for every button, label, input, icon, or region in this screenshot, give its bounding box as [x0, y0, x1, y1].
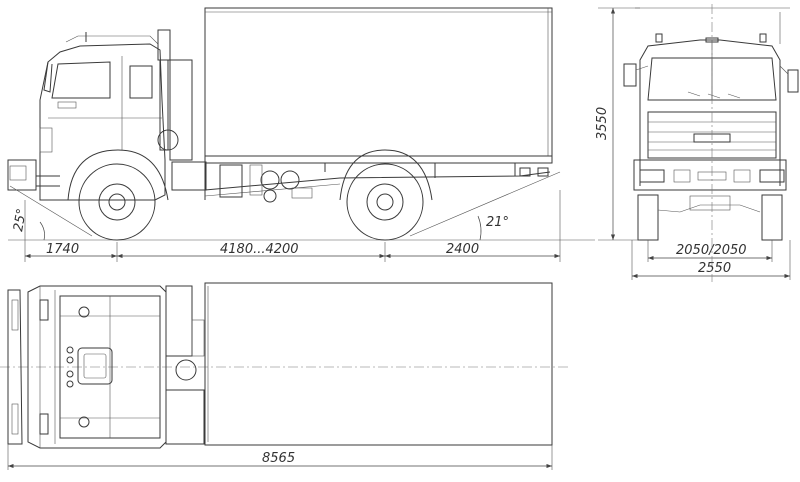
length-label: 8565 — [262, 451, 295, 466]
front-windshield — [647, 57, 777, 101]
top-view: 8565 — [0, 282, 570, 470]
side-cab-rear-window — [129, 65, 153, 99]
side-air-filter — [169, 59, 193, 161]
front-right-mirror — [787, 69, 799, 93]
front-view: 3550 2050/2050 2550 — [595, 4, 799, 282]
front-bumper — [633, 159, 787, 191]
width-label: 2550 — [698, 261, 731, 276]
approach-line — [9, 185, 93, 237]
rear-overhang-label: 2400 — [446, 242, 479, 257]
front-left-mirror — [623, 63, 637, 87]
front-cab — [639, 39, 781, 186]
top-fuel-tank — [165, 389, 205, 445]
side-cab-window — [51, 61, 111, 99]
wheelbase-label: 4180...4200 — [220, 242, 299, 257]
top-roof-hatch — [77, 347, 113, 385]
front-left-wheel — [637, 194, 659, 241]
front-overhang-label: 1740 — [46, 242, 79, 257]
top-air-filter — [165, 285, 193, 357]
side-cargo-box — [204, 7, 553, 157]
side-chassis-frame — [204, 155, 553, 164]
side-cab — [39, 43, 166, 201]
side-front-wheel — [78, 163, 156, 241]
height-label: 3550 — [595, 107, 610, 140]
departure-angle-label: 21° — [486, 215, 509, 230]
front-right-wheel — [761, 194, 783, 241]
top-cargo-box — [204, 282, 553, 446]
side-view: 21° 25° 1740 4180...4200 2400 — [7, 7, 595, 262]
departure-line — [409, 171, 561, 237]
side-front-fender — [67, 149, 169, 201]
track-label: 2050/2050 — [676, 243, 747, 258]
side-front-bumper — [7, 159, 37, 191]
top-front-bumper — [7, 289, 23, 445]
approach-angle-label: 25° — [11, 207, 30, 232]
side-rear-wheel — [346, 163, 424, 241]
